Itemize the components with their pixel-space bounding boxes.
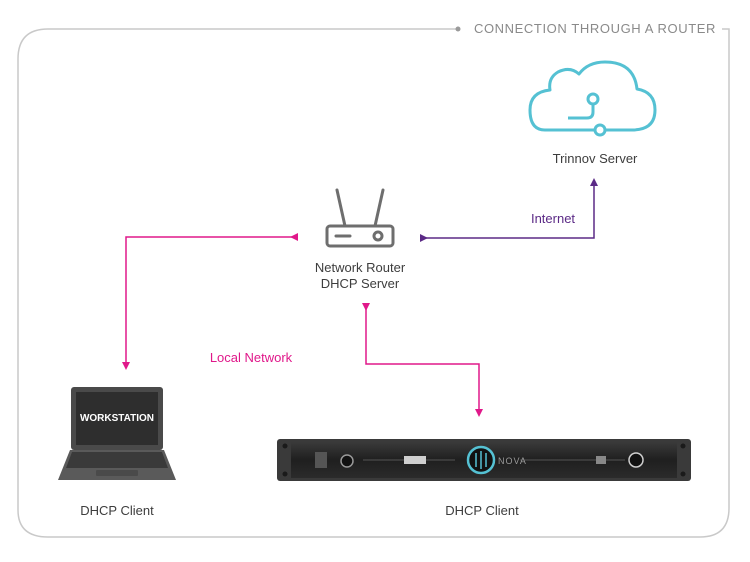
cloud-icon <box>528 60 657 137</box>
rack-unit-icon <box>277 439 691 481</box>
laptop-screen-text: WORKSTATION <box>80 413 154 424</box>
nova-label: DHCP Client <box>445 503 519 518</box>
local-network-edge-label: Local Network <box>209 350 293 365</box>
diagram-title: CONNECTION THROUGH A ROUTER <box>470 21 720 36</box>
rack-brand-text: NOVA <box>498 456 527 466</box>
laptop-icon <box>58 387 176 480</box>
edge-router-to-workstation <box>122 233 298 370</box>
router-icon <box>325 188 395 248</box>
workstation-label: DHCP Client <box>80 503 154 518</box>
frame-dot <box>455 26 461 32</box>
router-label-line1: Network Router <box>314 260 406 275</box>
edge-router-to-nova <box>362 303 483 417</box>
internet-edge-label: Internet <box>530 211 576 226</box>
diagram-frame <box>17 28 730 538</box>
router-label-line2: DHCP Server <box>320 276 400 291</box>
edge-router-to-server <box>420 178 598 242</box>
server-label: Trinnov Server <box>552 151 638 166</box>
